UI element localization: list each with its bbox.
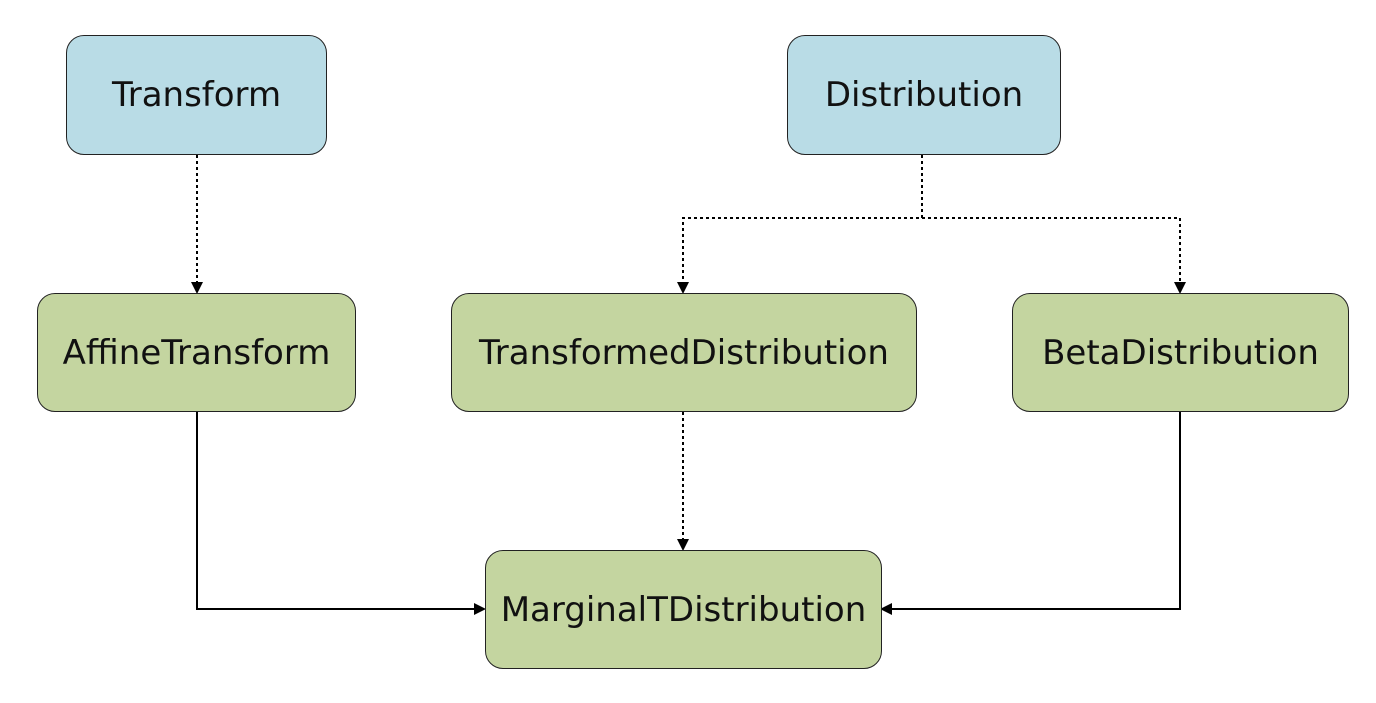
- node-distribution: Distribution: [787, 35, 1061, 155]
- edge-distribution-to-transformed-distribution: [677, 155, 923, 294]
- node-beta-distribution: BetaDistribution: [1012, 293, 1349, 412]
- node-affine-transform-label: AffineTransform: [62, 332, 331, 373]
- edge-distribution-to-beta-distribution: [922, 217, 1186, 294]
- node-beta-distribution-label: BetaDistribution: [1042, 332, 1319, 373]
- node-transformed-distribution-label: TransformedDistribution: [479, 332, 889, 373]
- node-distribution-label: Distribution: [824, 75, 1024, 115]
- node-transform: Transform: [66, 35, 327, 155]
- edge-affine-transform-to-marginal-t-distribution: [196, 412, 486, 615]
- node-affine-transform: AffineTransform: [37, 293, 356, 412]
- node-marginal-t-distribution-label: MarginalTDistribution: [500, 589, 867, 630]
- node-marginal-t-distribution: MarginalTDistribution: [485, 550, 882, 669]
- edge-beta-distribution-to-marginal-t-distribution: [880, 412, 1181, 615]
- node-transform-label: Transform: [111, 75, 282, 115]
- node-transformed-distribution: TransformedDistribution: [451, 293, 917, 412]
